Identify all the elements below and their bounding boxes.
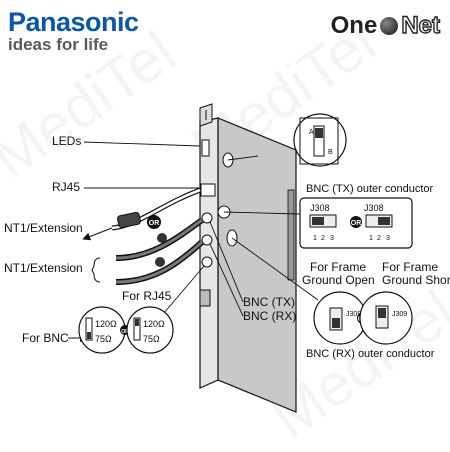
pin1-a: 1 bbox=[313, 235, 317, 242]
label-bnc-tx: BNC (TX) bbox=[243, 295, 295, 309]
label-nt1-extension-1: NT1/Extension bbox=[4, 221, 83, 235]
brand-tagline: ideas for life bbox=[8, 35, 109, 54]
label-bnc-tx-outer: BNC (TX) outer conductor bbox=[306, 183, 433, 195]
pin3-b: 3 bbox=[386, 235, 390, 242]
label-short-line2: Ground Short bbox=[382, 273, 450, 287]
onenet-logo: One Net bbox=[330, 11, 441, 40]
pin1-b: 1 bbox=[369, 235, 373, 242]
rx-outer-callout: J309 OR J309 bbox=[231, 237, 413, 345]
or-label-4: OR bbox=[121, 329, 129, 335]
j308-label-1: J308 bbox=[310, 203, 330, 213]
label-bnc-rx-outer: BNC (RX) outer conductor bbox=[306, 348, 435, 360]
brand-name: Panasonic bbox=[8, 7, 139, 37]
or-badge-cables: OR bbox=[147, 215, 161, 229]
cables bbox=[111, 187, 205, 285]
j309-label-1: J309 bbox=[346, 311, 361, 318]
card-board bbox=[199, 103, 297, 413]
label-for-bnc: For BNC bbox=[22, 331, 69, 345]
label-for-rj45: For RJ45 bbox=[122, 289, 172, 303]
led-switch-callout: A B bbox=[227, 113, 347, 167]
onenet-net: Net bbox=[401, 11, 441, 39]
or-label-1: OR bbox=[149, 220, 160, 227]
label-bnc-rx: BNC (RX) bbox=[243, 309, 296, 323]
label-open-line1: For Frame bbox=[310, 260, 366, 274]
onenet-one: One bbox=[330, 12, 378, 39]
label-rj45: RJ45 bbox=[52, 180, 80, 194]
label-nt1-extension-2: NT1/Extension bbox=[4, 261, 83, 275]
label-short-line1: For Frame bbox=[382, 260, 438, 274]
j309-label-2: J309 bbox=[392, 311, 407, 318]
impedance-callout: 120Ω 75Ω OR 120Ω 75Ω bbox=[78, 306, 174, 354]
tx-outer-callout: J308 1 2 3 OR J308 1 2 3 bbox=[223, 197, 413, 249]
ohm75-a: 75Ω bbox=[95, 334, 112, 344]
label-leds: LEDs bbox=[52, 134, 81, 148]
ohm120-a: 120Ω bbox=[95, 319, 117, 329]
or-label-2: OR bbox=[351, 220, 362, 227]
pin2-b: 2 bbox=[377, 235, 381, 242]
onenet-ball-icon bbox=[380, 17, 399, 35]
ohm120-b: 120Ω bbox=[143, 319, 165, 329]
ohm75-b: 75Ω bbox=[143, 334, 160, 344]
switch-label-a: A bbox=[309, 129, 314, 136]
switch-label-b: B bbox=[328, 149, 333, 156]
panasonic-logo: Panasonic ideas for life bbox=[8, 8, 139, 54]
label-open-line2: Ground Open bbox=[302, 273, 375, 287]
pin3-a: 3 bbox=[330, 235, 334, 242]
j308-label-2: J308 bbox=[364, 203, 384, 213]
pin2-a: 2 bbox=[321, 235, 325, 242]
